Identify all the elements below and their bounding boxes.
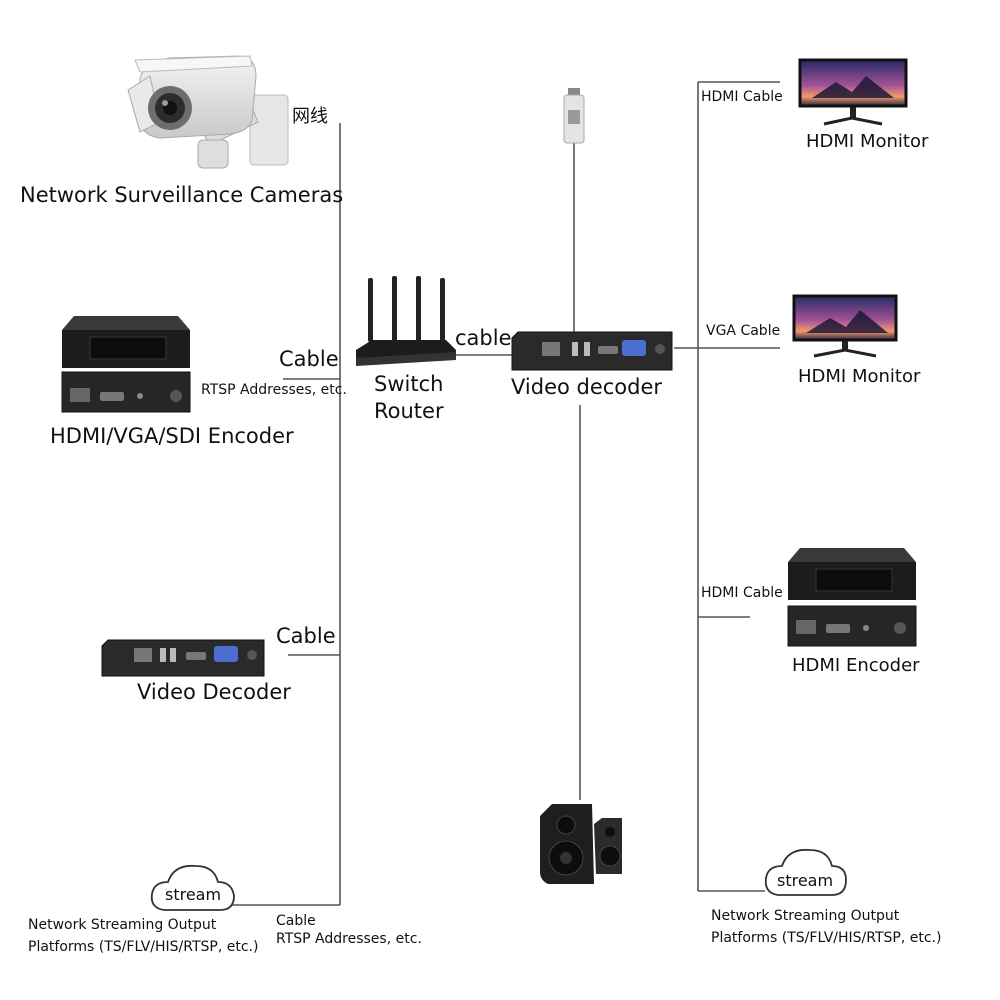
speaker-icon [540,804,622,884]
stream-left-cloud-label: stream [165,885,222,904]
stream-right-line2: Platforms (TS/FLV/HIS/RTSP, etc.) [711,930,942,946]
router-icon [356,276,456,366]
decoder-icon [511,331,673,371]
monitor-icon [798,58,908,126]
encoder-left-label: HDMI/VGA/SDI Encoder [50,424,294,448]
decoder-cable-label: Cable [276,624,336,648]
encoder-rtsp-label: RTSP Addresses, etc. [201,382,347,398]
stream-left-rtsp-label: RTSP Addresses, etc. [276,931,422,947]
stream-left-line1: Network Streaming Output [28,917,217,933]
decoder-icon [101,639,265,677]
stream-right-cloud-label: stream [777,871,834,890]
router-label-line1: Switch [374,372,444,396]
encoder-right-label: HDMI Encoder [792,655,920,676]
decoder-center-label: Video decoder [511,375,663,399]
monitor-mid-label: HDMI Monitor [798,366,921,387]
camera-link-label: 网线 [292,106,328,127]
stream-right-line1: Network Streaming Output [711,908,900,924]
stream-left-line2: Platforms (TS/FLV/HIS/RTSP, etc.) [28,939,259,955]
monitor-icon [792,294,898,358]
usb-dongle-icon [563,88,585,144]
router-label-line2: Router [374,399,444,423]
monitor-top-cable-label: HDMI Cable [701,89,783,105]
router-decoder-cable-label: cable [455,326,512,350]
decoder-left-label: Video Decoder [137,680,291,704]
stream-left-cable-label: Cable [276,913,316,929]
camera-label: Network Surveillance Cameras [20,183,344,207]
monitor-top-label: HDMI Monitor [806,131,929,152]
cloud-icon [764,848,847,896]
encoder-right-cable-label: HDMI Cable [701,585,783,601]
encoder-icon [61,316,191,413]
connection-lines [232,81,780,906]
camera-icon [127,55,289,169]
cloud-icon [150,864,235,911]
encoder-icon [787,548,917,647]
encoder-cable-label: Cable [279,347,339,371]
monitor-mid-cable-label: VGA Cable [706,323,781,339]
